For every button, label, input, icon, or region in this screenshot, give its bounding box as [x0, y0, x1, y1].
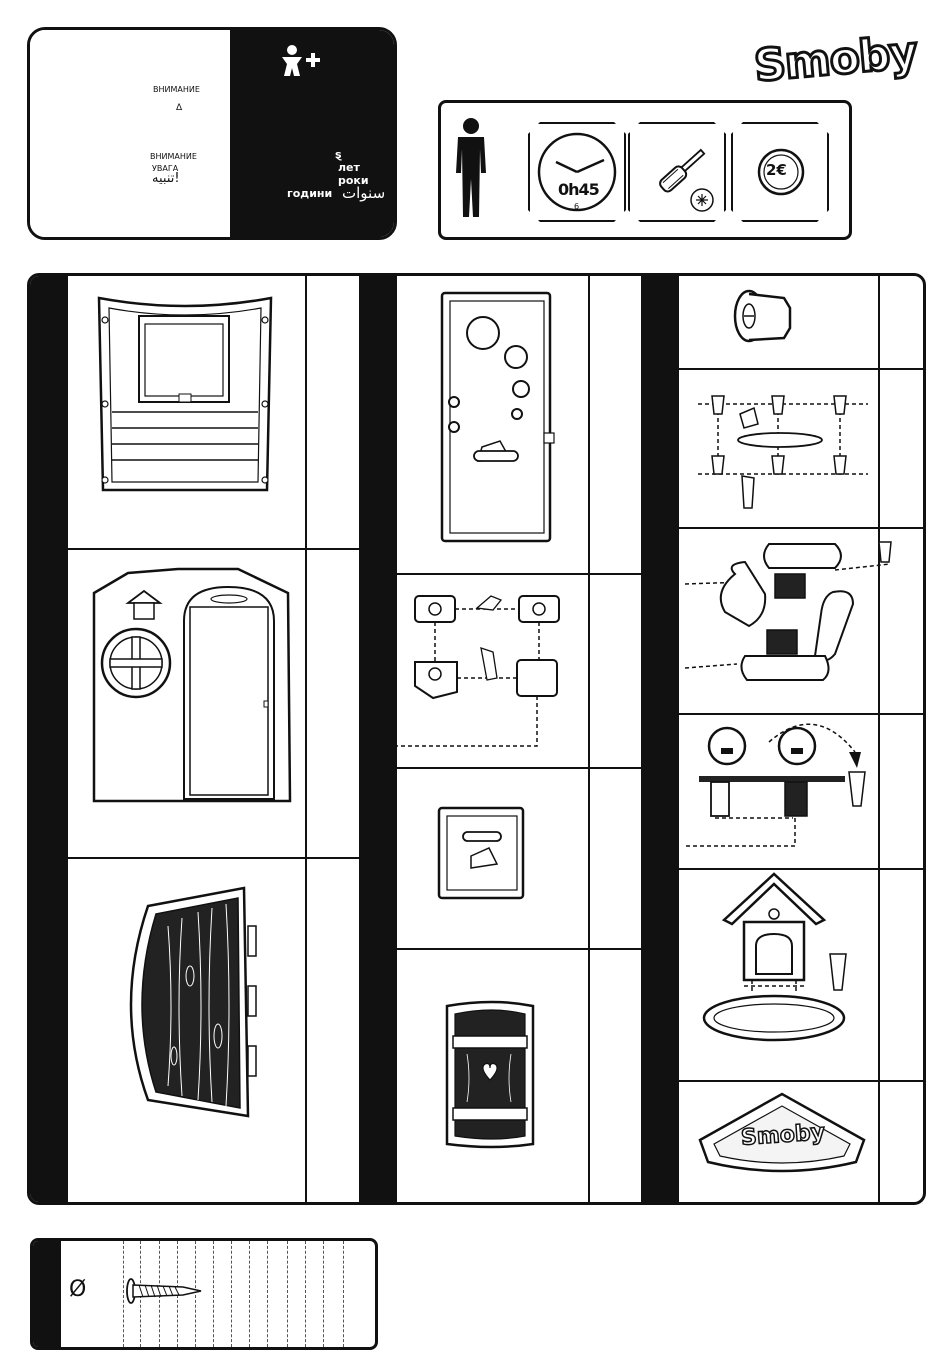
warning-ru: ВНИМАНИЕ: [153, 85, 200, 94]
mail-slot-plate-illustration: [435, 804, 530, 904]
info-panel: 0h45 6 2€: [438, 100, 852, 240]
wood-plank-panel-illustration: [112, 886, 274, 1120]
birdhouse-sign-illustration: [694, 870, 884, 1050]
screw-icon: [125, 1277, 205, 1305]
screw-chart-sidebar: [33, 1241, 61, 1347]
age-ar: سنوات: [342, 184, 385, 202]
hinge-assembly-illustration: [397, 586, 597, 756]
column-1-sidebar: [30, 276, 68, 1202]
screwdriver-icon: [636, 132, 722, 218]
assembly-grid: Smoby: [27, 273, 926, 1205]
door-panel-illustration: [438, 289, 558, 545]
column-2-sidebar: [359, 276, 397, 1202]
age-hodyny: години: [287, 187, 332, 200]
adult-person-icon: [453, 117, 489, 219]
coin-badge: 2€: [731, 122, 829, 222]
tool-badge: [628, 122, 726, 222]
col1-row-divider-1: [30, 548, 359, 550]
col3-row-divider-1: [641, 368, 926, 370]
brand-logo-text: Smoby: [752, 27, 919, 92]
screw-chart-panel: Ø: [30, 1238, 378, 1350]
warning-symbol: Δ: [176, 103, 182, 113]
col3-row-divider-3: [641, 713, 926, 715]
coin-label: 2€: [766, 161, 787, 179]
diameter-symbol: Ø: [69, 1277, 86, 1302]
wood-door-heart-illustration: [443, 998, 539, 1150]
front-wall-panel-illustration: [95, 294, 275, 494]
time-badge: 0h45 6: [528, 122, 626, 222]
age-panel: ȿ лет роки години سنوات: [230, 30, 397, 237]
corner-bracket-assembly-illustration: [685, 534, 900, 704]
col1-row-divider-2: [30, 857, 359, 859]
age-let: лет: [338, 161, 360, 174]
col3-row-divider-5: [641, 1080, 926, 1082]
side-wall-panel-illustration: [88, 563, 296, 811]
col3-row-divider-2: [641, 527, 926, 529]
time-label: 0h45: [558, 180, 599, 199]
col2-row-divider-2: [359, 767, 641, 769]
col1-divider: [305, 276, 307, 1202]
clock-six: 6: [574, 202, 579, 211]
age-number: ȿ: [335, 148, 342, 161]
col2-row-divider-1: [359, 573, 641, 575]
round-clip-illustration: [724, 286, 804, 348]
sphere-clip-assembly-illustration: [685, 722, 885, 862]
clip-grid-assembly-illustration: [688, 390, 878, 520]
column-3-sidebar: [641, 276, 679, 1202]
col2-row-divider-3: [359, 948, 641, 950]
warning-text-area: ВНИМАНИЕ Δ ВНИМАНИЕ УВАГА تنبيه!: [30, 30, 230, 237]
child-plus-icon: [280, 44, 330, 78]
brand-logo: Smoby: [752, 32, 917, 94]
warning-panel: ВНИМАНИЕ Δ ВНИМАНИЕ УВАГА تنبيه! ȿ лет р…: [27, 27, 397, 240]
warning-ar: تنبيه!: [152, 171, 180, 186]
warning-ru-2: ВНИМАНИЕ: [150, 152, 197, 161]
